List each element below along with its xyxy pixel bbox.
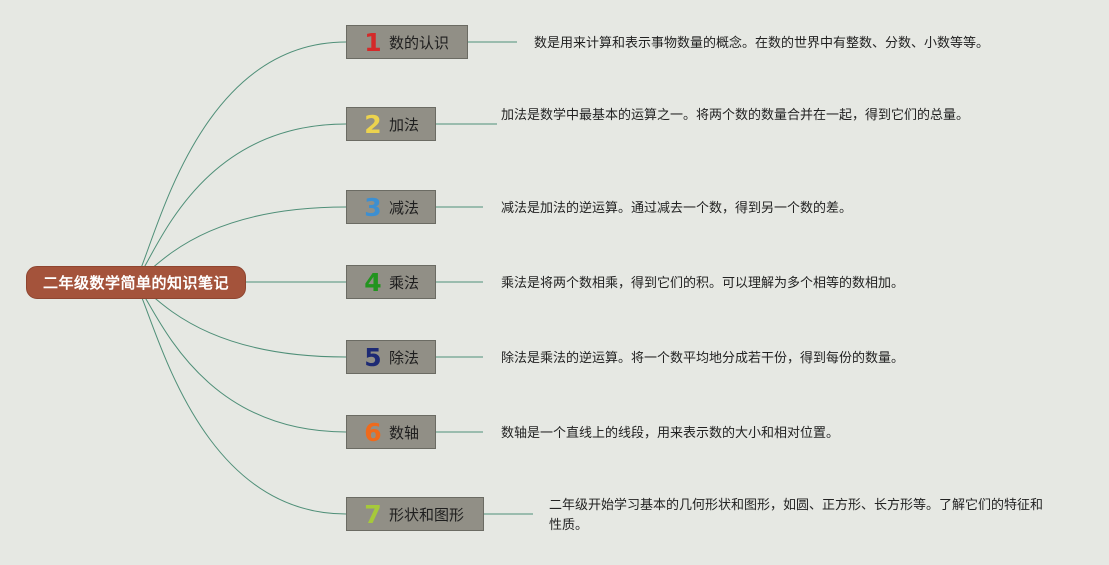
topic-description: 数是用来计算和表示事物数量的概念。在数的世界中有整数、分数、小数等等。	[534, 36, 990, 51]
topic-number: 7	[364, 499, 382, 529]
topic-node-subtraction[interactable]: 3 减法	[346, 190, 436, 224]
topic-number: 6	[364, 417, 382, 447]
topic-number: 4	[364, 267, 382, 297]
topic-label: 数的认识	[389, 33, 450, 52]
topic-label: 乘法	[389, 273, 420, 292]
topic-label: 除法	[389, 348, 420, 367]
topic-number: 5	[364, 342, 382, 372]
topic-node-division[interactable]: 5 除法	[346, 340, 436, 374]
topic-node-number-line[interactable]: 6 数轴	[346, 415, 436, 449]
topic-number: 1	[364, 27, 382, 57]
topic-number: 3	[364, 192, 382, 222]
root-title: 二年级数学简单的知识笔记	[42, 274, 229, 292]
topic-node-shapes[interactable]: 7 形状和图形	[346, 497, 484, 531]
topic-label: 减法	[389, 198, 420, 217]
root-node[interactable]: 二年级数学简单的知识笔记	[26, 266, 246, 299]
branch-line	[134, 123, 347, 283]
topic-description: 除法是乘法的逆运算。将一个数平均地分成若干份，得到每份的数量。	[501, 351, 905, 366]
topic-label: 加法	[389, 115, 420, 134]
branch-line	[134, 281, 347, 433]
topic-label: 数轴	[389, 423, 420, 442]
topic-description: 乘法是将两个数相乘，得到它们的积。可以理解为多个相等的数相加。	[501, 276, 905, 291]
topic-node-number-recognition[interactable]: 1 数的认识	[346, 25, 468, 59]
topic-description: 二年级开始学习基本的几何形状和图形，如圆、正方形、长方形等。了解它们的特征和性质…	[549, 498, 1044, 533]
topic-description: 加法是数学中最基本的运算之一。将两个数的数量合并在一起，得到它们的总量。	[501, 108, 970, 123]
topic-description: 数轴是一个直线上的线段，用来表示数的大小和相对位置。	[501, 426, 840, 441]
topic-number: 2	[364, 109, 382, 139]
topic-node-multiplication[interactable]: 4 乘法	[346, 265, 436, 299]
branch-line	[134, 281, 347, 515]
topic-description: 减法是加法的逆运算。通过减去一个数，得到另一个数的差。	[501, 201, 853, 216]
topic-node-addition[interactable]: 2 加法	[346, 107, 436, 141]
topic-label: 形状和图形	[389, 505, 465, 524]
branch-line	[134, 41, 347, 283]
